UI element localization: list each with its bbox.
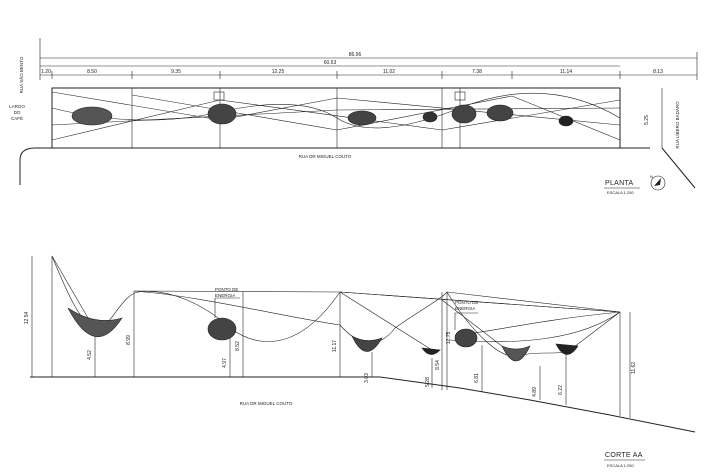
section-height-label: 8.54 [435,360,441,370]
segment-ticks [51,71,621,79]
street-label-right: RUA LÍBERO BADARÓ [674,101,680,149]
section-height-label: 12.75 [446,332,452,345]
ground-line [30,376,696,433]
plan-power-box [454,91,466,101]
section-height-label: 8.99 [126,335,132,345]
ground-label: RUA DR MIGUEL COUTO [240,401,293,406]
power-point-callout-2: PONTO DE ENERGIA [454,300,478,330]
plan-title: PLANTA [605,180,634,187]
section-height-label: 11.62 [631,362,637,374]
street-label-left-top: RUA SÃO BENTO [18,56,24,93]
street-label-left-mid-3: CAFÉ [11,115,23,121]
overall-dim-label: 60.63 [324,60,337,66]
north-arrow: N [650,174,666,191]
segment-dim-label: 7.38 [472,69,482,75]
section-height-label: 11.17 [332,340,338,352]
plan-cables [51,91,621,141]
section-height-label: 3.03 [364,373,370,383]
plan-boundary [51,87,621,149]
segment-dim-label: 11.14 [560,69,572,75]
curb-right-diagonal [661,147,696,189]
plan-height-dim-label: 5.25 [644,115,650,125]
segment-dim-label: 12.25 [272,69,285,75]
section-cables [51,255,621,361]
section-masts [51,256,621,416]
section-height-dims [31,256,631,418]
overall-dim-label: 86.96 [349,52,362,58]
segment-dim-label: 11.02 [383,69,395,75]
section-title: CORTE AA [605,452,643,459]
section-height-label: 12.54 [24,312,30,325]
power-point-label-1b: ENERGIA [215,293,235,298]
section-height-label: 6.22 [558,385,564,395]
section-scale: ESCALA 1:250 [607,463,634,468]
section-height-label: 5.28 [425,377,431,387]
plan-power-box [213,91,225,101]
curb-left [19,147,52,185]
section-height-label: 8.52 [235,341,241,351]
power-point-label-1: PONTO DE [215,287,238,292]
section-height-label: 4.89 [532,387,538,397]
power-point-callout-1: PONTO DE ENERGIA [214,287,240,318]
section-height-label: 4.52 [87,350,93,360]
power-point-label-2: PONTO DE [455,300,478,305]
segment-dim-label: 1.20 [41,69,51,75]
street-label-bottom: RUA DR MIGUEL COUTO [299,154,352,159]
street-label-left-mid-1: LARGO [9,104,25,109]
plan-canopies [71,103,574,127]
segment-dim-label: 9.35 [171,69,181,75]
section-canopies [67,307,579,362]
street-label-left-mid-2: DO [14,110,21,115]
power-point-label-2b: ENERGIA [455,306,475,311]
plan-scale: ESCALA 1:250 [607,190,634,195]
section-height-label: 4.97 [222,358,228,368]
segment-dim-label: 8.13 [653,69,663,75]
north-label: N [650,174,653,179]
plan-view: 86.96 60.63 1.20 8.50 9.35 12.25 11.02 7… [9,38,698,195]
section-height-label: 6.81 [474,373,480,383]
segment-dim-label: 8.50 [87,69,97,75]
section-view: RUA DR MIGUEL COUTO 12.54 4.52 8.99 4.97 [24,255,696,468]
